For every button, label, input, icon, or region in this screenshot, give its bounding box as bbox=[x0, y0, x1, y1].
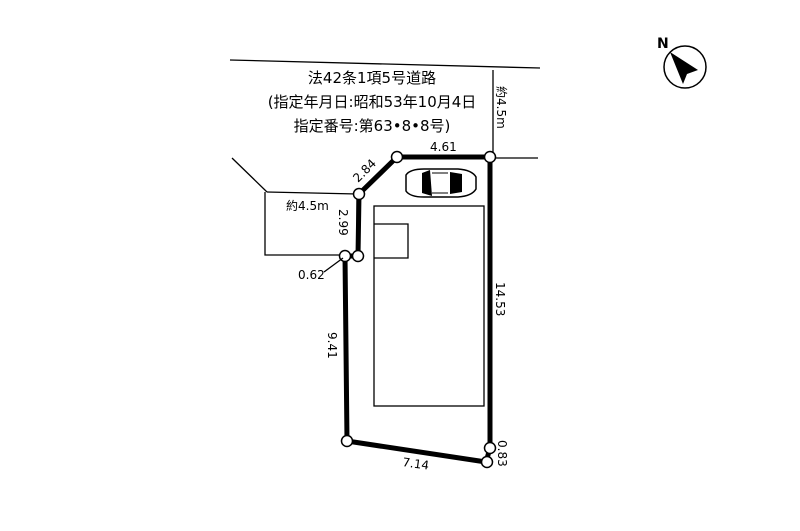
road-designation-number: 指定番号:第63•8•8号) bbox=[293, 117, 451, 135]
vertex-marker bbox=[351, 249, 365, 263]
dimension-label-step: 0.62 bbox=[298, 268, 325, 282]
building-annex bbox=[374, 223, 409, 259]
vertex-marker bbox=[483, 441, 497, 455]
dimension-label-bottom-right: 0.83 bbox=[495, 440, 509, 467]
road-designation: 法42条1項5号道路 (指定年月日:昭和53年10月4日 指定番号:第63•8•… bbox=[222, 66, 522, 138]
dimension-label-right: 14.53 bbox=[493, 282, 507, 316]
vertex-marker bbox=[340, 434, 354, 448]
dimension-label-left-upper: 2.99 bbox=[336, 209, 350, 236]
vertex-marker bbox=[480, 455, 494, 469]
road-type-text: 法42条1項5号道路 bbox=[307, 69, 437, 87]
vertex-marker bbox=[352, 187, 366, 201]
step-leader-line bbox=[323, 257, 344, 273]
north-label: N bbox=[657, 36, 669, 52]
north-arrow-icon: N bbox=[657, 36, 707, 89]
car-icon bbox=[405, 168, 477, 198]
road-diagonal-left bbox=[231, 157, 268, 193]
dimension-label-bottom: 7.14 bbox=[402, 455, 430, 473]
road-width-top-label: 約4.5m bbox=[494, 86, 509, 129]
building-footprint bbox=[373, 205, 485, 407]
road-designation-date: (指定年月日:昭和53年10月4日 bbox=[267, 93, 477, 111]
dimension-label-left-lower: 9.41 bbox=[325, 332, 339, 359]
road-top-edge bbox=[229, 59, 541, 69]
vertex-marker bbox=[483, 150, 497, 164]
dimension-label-top: 4.61 bbox=[430, 140, 457, 154]
road-width-left-label: 約4.5m bbox=[286, 198, 329, 213]
lot-boundary bbox=[342, 154, 493, 465]
vertex-marker bbox=[390, 150, 404, 164]
